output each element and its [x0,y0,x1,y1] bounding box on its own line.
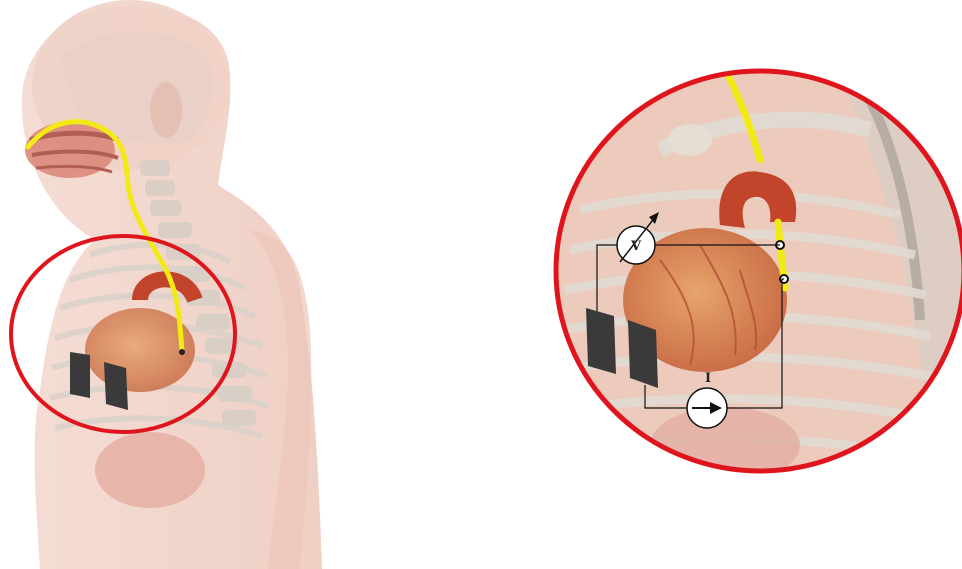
electrode-left [70,352,90,398]
magnified-view: V I [550,60,962,483]
magnified-electrode-right [628,320,658,388]
electrode-right [104,362,128,410]
voltmeter-label: V [630,239,642,254]
probe-tip [179,349,185,355]
stomach [95,432,205,508]
torso-figure [11,0,322,569]
ear [150,82,182,138]
magnified-electrode-left [586,308,616,374]
current-source-label: I [705,371,711,386]
